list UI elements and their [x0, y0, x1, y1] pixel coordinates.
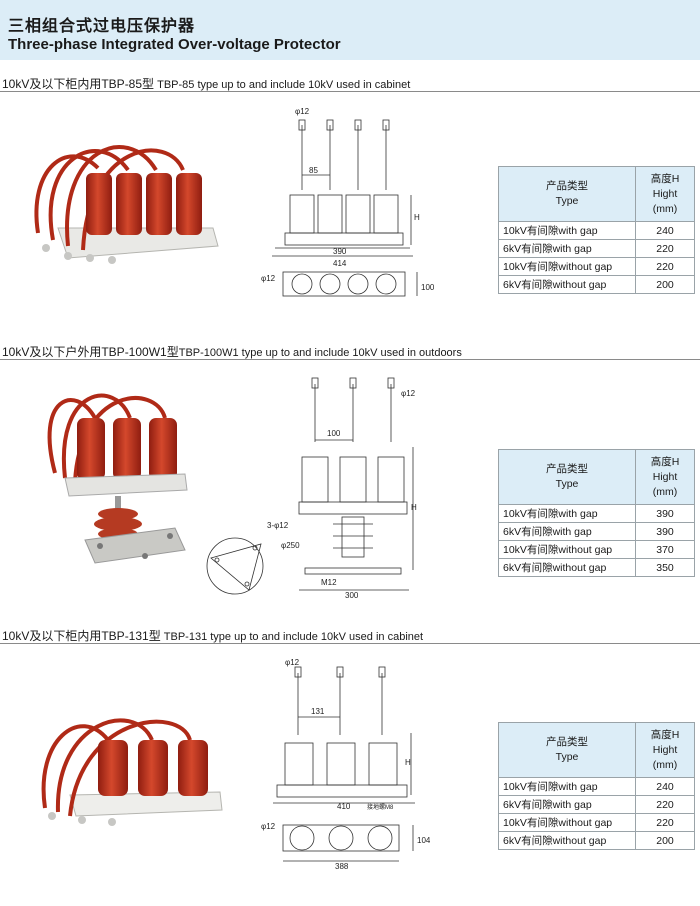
s2-header-type: 产品类型 Type — [498, 449, 636, 505]
section-1-product-photo — [34, 145, 219, 264]
section-2-product-photo — [47, 393, 188, 564]
section-2-divider — [0, 359, 700, 360]
s3-dim-d-side: φ12 — [261, 822, 276, 831]
section-3-dimension-drawing: φ12 131 H 410 接地螺M8 φ12 104 388 — [261, 658, 430, 870]
section-2-title-main: 10kV及以下户外用TBP-100W1型 — [2, 345, 179, 359]
section-3-divider — [0, 643, 700, 644]
s3-dim-w1: 410 — [337, 802, 351, 811]
page-title-cn: 三相组合式过电压保护器 — [8, 18, 196, 35]
section-1-divider — [0, 91, 700, 92]
s3-header-height: 高度H Hight (mm) — [635, 722, 695, 778]
s1-dim-height: H — [414, 213, 420, 222]
s1-dim-w1: 390 — [333, 247, 347, 256]
s3-dim-w2: 388 — [335, 862, 349, 870]
s1-dim-depth: 100 — [421, 283, 435, 292]
section-3-title-main: 10kV及以下柜内用TBP-131型 — [2, 629, 161, 643]
s2-header-height: 高度H Hight (mm) — [635, 449, 695, 505]
s3-dim-bolt: 接地螺M8 — [367, 803, 394, 811]
s1-header-type: 产品类型 Type — [498, 166, 636, 222]
section-3-title: 10kV及以下柜内用TBP-131型 TBP-131 type up to an… — [2, 627, 423, 644]
s3-dim-pitch: 131 — [311, 707, 325, 716]
page-title-en: Three-phase Integrated Over-voltage Prot… — [8, 36, 341, 53]
section-3-product-photo — [41, 718, 223, 826]
s3-dim-height: H — [405, 758, 411, 767]
section-2-title: 10kV及以下户外用TBP-100W1型TBP-100W1 type up to… — [2, 343, 462, 360]
s2-dim-width: 300 — [345, 591, 359, 600]
section-2-title-sub: TBP-100W1 type up to and include 10kV us… — [178, 347, 462, 359]
section-2-dimension-drawing: φ12 100 H 3-φ12 φ250 M12 300 — [206, 377, 417, 600]
s3-dim-d-top: φ12 — [285, 658, 300, 667]
s2-dim-pitch: 100 — [327, 429, 341, 438]
s3-dim-depth: 104 — [417, 836, 430, 845]
section-1-dimension-drawing: φ12 85 H 390 414 φ12 100 — [261, 107, 435, 297]
s1-dim-d-side: φ12 — [261, 274, 276, 283]
s2-dim-height: H — [411, 503, 417, 512]
s1-dim-pitch: 85 — [309, 166, 318, 175]
s2-dim-bolt: M12 — [321, 578, 337, 587]
section-2-spec-table: 产品类型 Type 高度H Hight (mm) 10kV有间隙with gap… — [498, 449, 695, 577]
s1-dim-d-top: φ12 — [295, 107, 310, 116]
s3-header-type: 产品类型 Type — [498, 722, 636, 778]
section-1-title-main: 10kV及以下柜内用TBP-85型 — [2, 77, 155, 91]
page-header: 三相组合式过电压保护器 Three-phase Integrated Over-… — [0, 0, 700, 60]
section-1-title: 10kV及以下柜内用TBP-85型 TBP-85 type up to and … — [2, 75, 410, 92]
section-1-title-sub: TBP-85 type up to and include 10kV used … — [154, 79, 411, 91]
s2-dim-d-top: φ12 — [401, 389, 416, 398]
s2-dim-holes: 3-φ12 — [267, 521, 289, 530]
section-3-title-sub: TBP-131 type up to and include 10kV used… — [160, 631, 424, 643]
s1-dim-w2: 414 — [333, 259, 347, 268]
section-3-spec-table: 产品类型 Type 高度H Hight (mm) 10kV有间隙with gap… — [498, 722, 695, 850]
s1-header-height: 高度H Hight (mm) — [635, 166, 695, 222]
s2-dim-circle: φ250 — [281, 541, 300, 550]
section-1-spec-table: 产品类型 Type 高度H Hight (mm) 10kV有间隙with gap… — [498, 166, 695, 294]
